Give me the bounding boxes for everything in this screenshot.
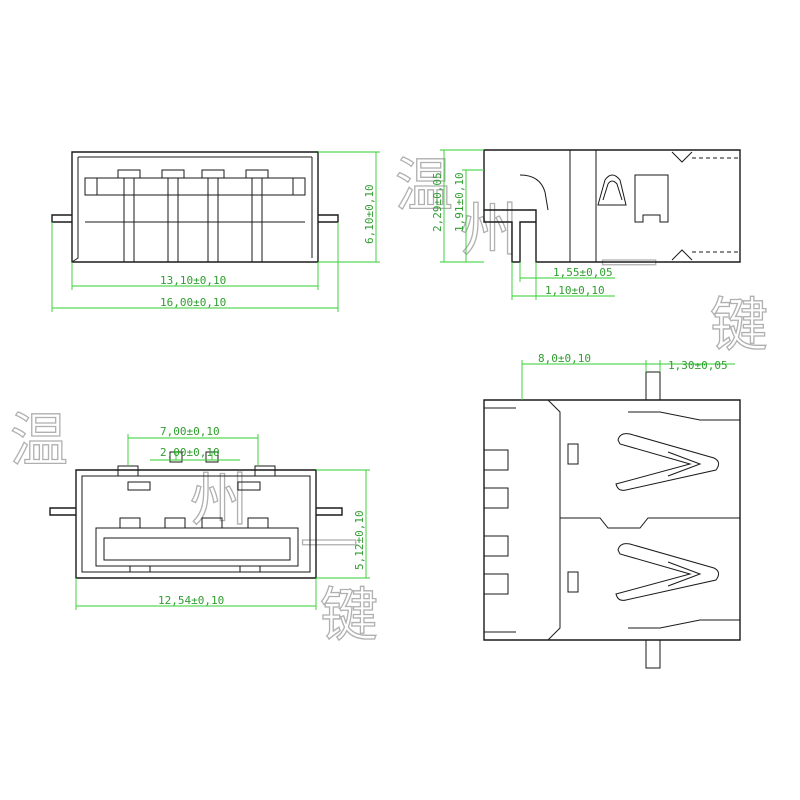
dim-line-7-00 <box>127 434 259 466</box>
dim-line-2-00 <box>150 452 240 461</box>
dim-1-55: 1,55±0,05 <box>553 266 613 279</box>
comb-teeth <box>484 449 509 595</box>
shell-outline <box>71 151 319 263</box>
front-view-bottom: 7,00±0,10 2,00±0,10 5,12±0,10 12,54±0,10 <box>49 425 370 610</box>
contact-3 <box>201 517 223 529</box>
right-tab-bottom <box>316 507 343 516</box>
watermark-char-8: 键 <box>320 581 378 649</box>
post-bottom <box>645 639 661 669</box>
dim-line-13-10 <box>71 262 319 290</box>
watermark: 温 州 一 键 温 州 一 键 <box>9 150 768 649</box>
dim-13-10: 13,10±0,10 <box>160 274 226 287</box>
dim-line-16-00 <box>51 222 339 312</box>
lower-spring-inner <box>667 561 702 587</box>
dim-2-29: 2,29±0,05 <box>431 172 444 232</box>
front-rim <box>484 407 516 633</box>
dim-line-1-91 <box>462 169 484 263</box>
dim-1-30: 1,30±0,05 <box>668 359 728 372</box>
side-tab-2 <box>567 571 579 593</box>
front-view-top: 13,10±0,10 16,00±0,10 6,10±0,10 <box>51 151 380 312</box>
dim-1-91: 1,91±0,10 <box>453 172 466 232</box>
opening-inner <box>81 475 311 573</box>
latch-right <box>237 481 261 491</box>
contact-4 <box>247 517 269 529</box>
pin-4 <box>245 169 269 263</box>
watermark-char-6: 州 <box>190 466 248 534</box>
left-tab-bottom <box>49 507 76 516</box>
dim-8-0: 8,0±0,10 <box>538 352 591 365</box>
dim-line-6-10 <box>318 151 380 263</box>
post-top <box>645 371 661 401</box>
pins <box>117 169 269 263</box>
shell-inner <box>77 156 313 258</box>
watermark-char-3: 一 <box>600 231 658 299</box>
right-block <box>292 177 306 196</box>
lower-spring <box>615 543 720 601</box>
left-block <box>84 177 98 196</box>
tab-legs <box>71 222 313 263</box>
dim-12-54: 12,54±0,10 <box>158 594 224 607</box>
dim-7-00: 7,00±0,10 <box>160 425 220 438</box>
foot-right <box>239 565 261 573</box>
dim-16-00: 16,00±0,10 <box>160 296 226 309</box>
dashed-lines <box>692 157 740 253</box>
mid-divider <box>560 517 740 529</box>
pin-3 <box>201 169 225 263</box>
notches <box>671 151 693 261</box>
top-bump-1 <box>117 465 139 477</box>
right-tab <box>318 214 339 223</box>
dim-5-12: 5,12±0,10 <box>353 510 366 570</box>
contact-1 <box>119 517 141 529</box>
pin-1 <box>117 169 141 263</box>
dim-2-00: 2,00±0,10 <box>160 446 220 459</box>
tongue <box>95 527 299 567</box>
left-tab <box>51 214 72 223</box>
window <box>634 174 669 223</box>
watermark-char-7: 一 <box>300 511 358 579</box>
watermark-char-4: 键 <box>710 291 768 359</box>
dim-line-1-30 <box>646 360 735 372</box>
watermark-char-2: 州 <box>460 196 518 264</box>
spring-inner <box>602 180 623 201</box>
front-profile <box>516 399 561 641</box>
side-view: 2,29±0,05 1,91±0,10 1,55±0,05 1,10±0,10 <box>431 149 741 300</box>
dim-line-offsets <box>511 262 615 300</box>
top-view: 8,0±0,10 1,30±0,05 <box>483 352 741 669</box>
upper-spring <box>615 433 720 491</box>
dim-line-8-0 <box>521 360 647 400</box>
watermark-char-5: 温 <box>10 406 68 474</box>
spring-contact <box>597 174 627 206</box>
inner-bands <box>85 177 305 223</box>
side-tab-1 <box>567 443 579 465</box>
pin-2 <box>161 169 185 263</box>
latch-left <box>127 481 151 491</box>
top-outline <box>483 399 741 641</box>
side-verticals <box>569 150 597 262</box>
foot-left <box>129 565 151 573</box>
contact-2 <box>164 517 186 529</box>
dim-6-10: 6,10±0,10 <box>363 184 376 244</box>
upper-spring-top <box>628 411 740 421</box>
dim-1-10: 1,10±0,10 <box>545 284 605 297</box>
dim-line-12-54 <box>75 578 317 610</box>
hook <box>519 174 549 211</box>
tongue-inner <box>103 537 291 561</box>
dim-line-5-12 <box>316 469 370 579</box>
upper-spring-inner <box>667 451 702 477</box>
lower-spring-bottom <box>628 619 740 629</box>
top-bump-4 <box>254 465 276 477</box>
